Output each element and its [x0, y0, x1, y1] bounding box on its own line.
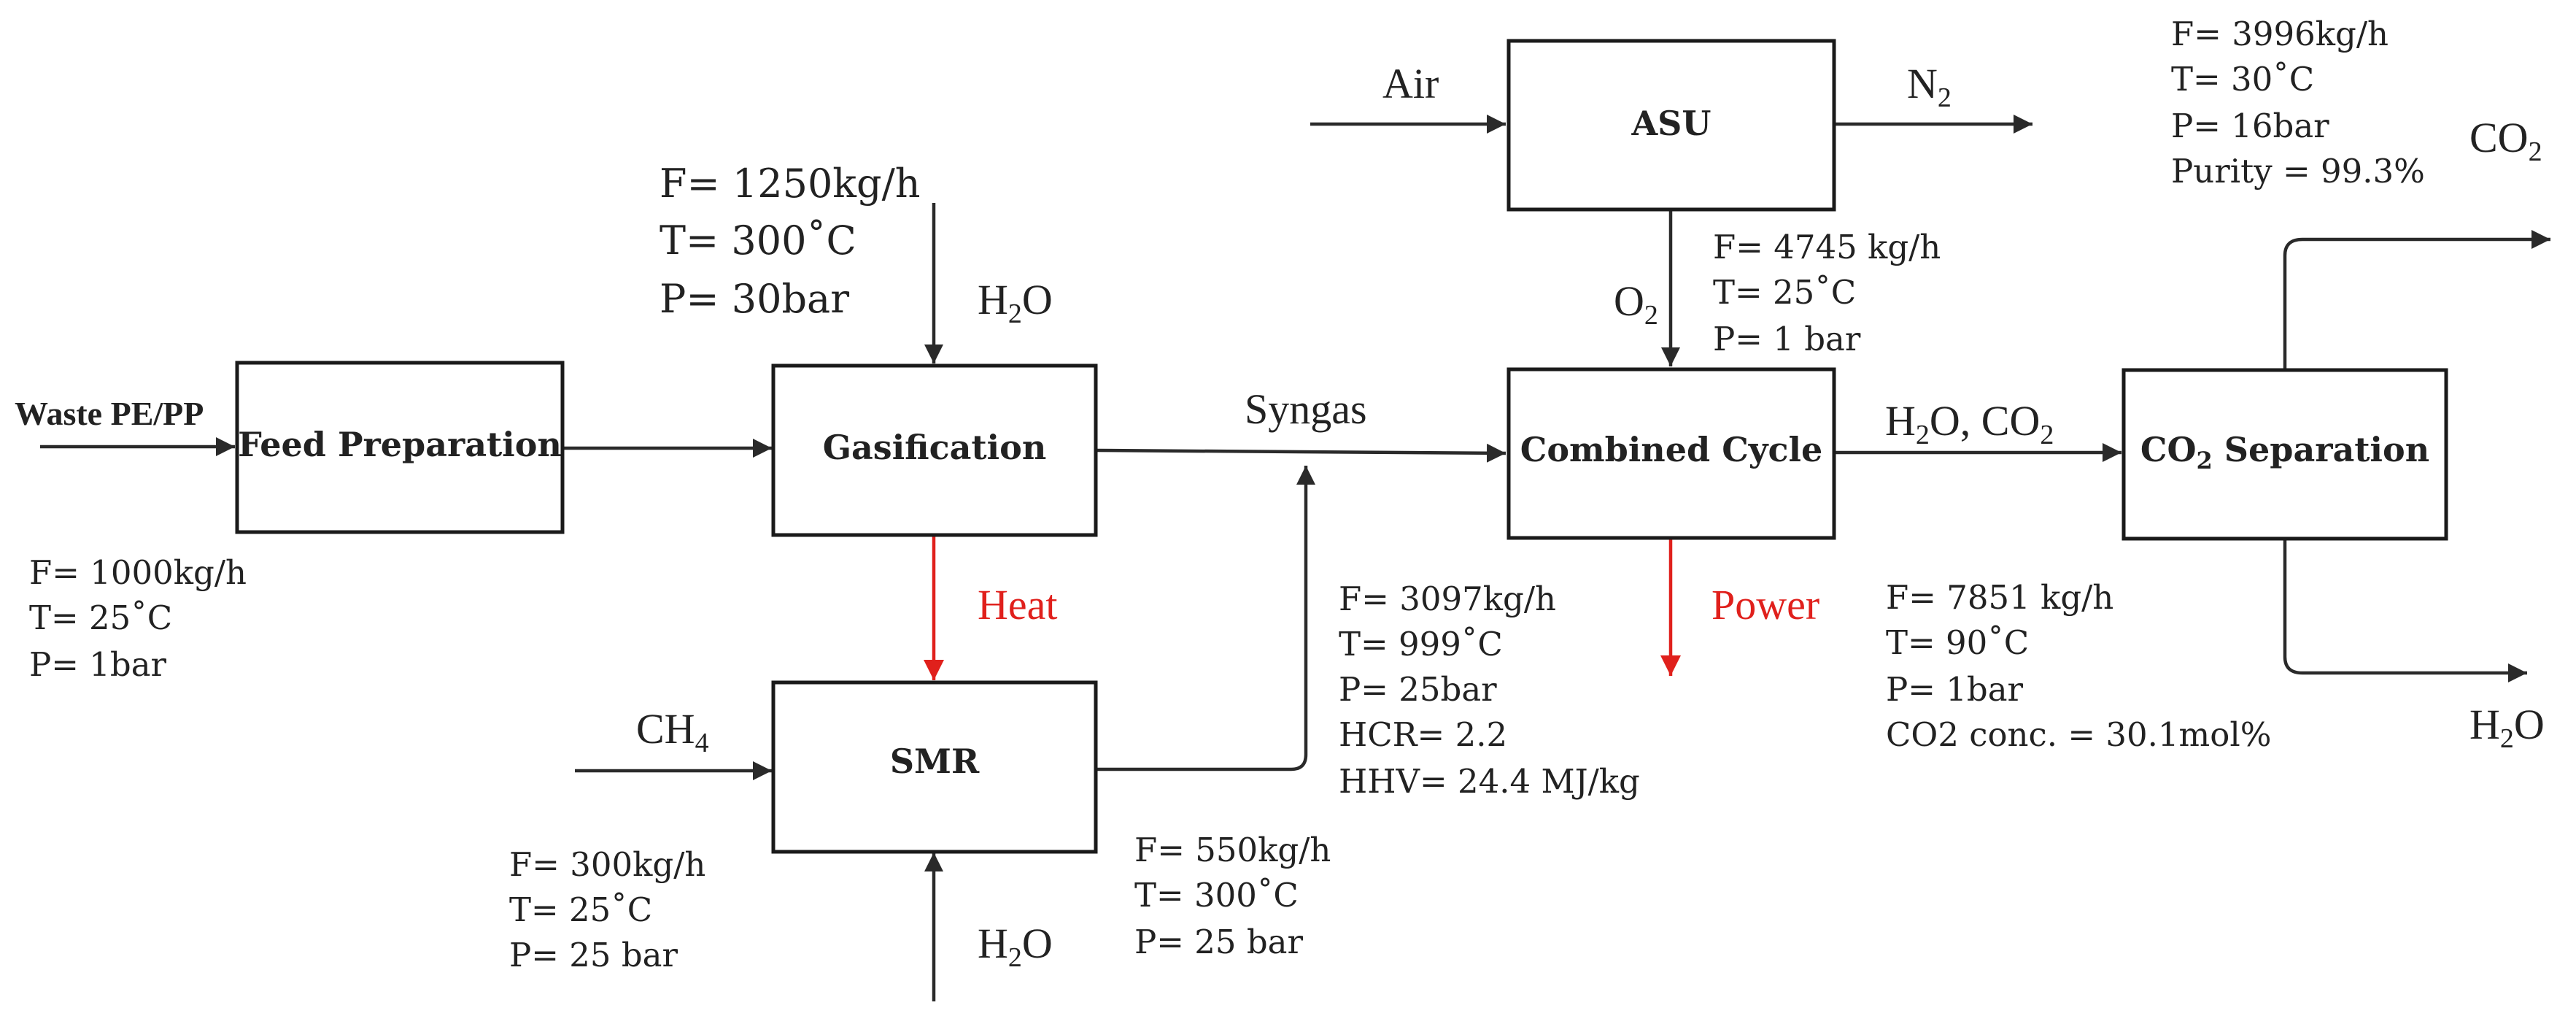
- ch4-conditions: F= 300kg/h T= 25˚C P= 25 bar: [509, 845, 705, 974]
- feed-preparation-label: Feed Preparation: [238, 425, 562, 464]
- co2-product-arrow: [2283, 230, 2550, 371]
- syngas-hhv: HHV= 24.4 MJ/kg: [1339, 762, 1640, 801]
- co2-product-label: CO2: [2469, 114, 2542, 167]
- h2o-product-label: H2O: [2469, 701, 2545, 754]
- ch4-pressure: P= 25 bar: [509, 936, 678, 974]
- steam-smr-conditions: F= 550kg/h T= 300˚C P= 25 bar: [1134, 831, 1331, 961]
- syngas-label: Syngas: [1245, 385, 1367, 433]
- syngas-pressure: P= 25bar: [1339, 670, 1497, 709]
- air-label: Air: [1382, 60, 1439, 107]
- syngas-arrow: [1095, 443, 1506, 463]
- water-product-arrow: [2283, 540, 2527, 682]
- co2-product-temperature: T= 30˚C: [2171, 60, 2314, 99]
- co2-separation-label: CO2 Separation: [2140, 430, 2429, 474]
- power-label: Power: [1711, 581, 1819, 628]
- co2-separation-unit: CO2 Separation: [2121, 368, 2448, 541]
- smr-product-to-syngas-arrow: [1096, 466, 1315, 771]
- co2-product-flow: F= 3996kg/h: [2171, 15, 2389, 53]
- steam-gasification-temperature: T= 300˚C: [660, 218, 856, 263]
- steam-gasification-pressure: P= 30bar: [660, 276, 849, 322]
- asu-unit: ASU: [1506, 39, 1836, 212]
- flue-gas-flow: F= 7851 kg/h: [1886, 578, 2113, 617]
- flue-gas-label: H2O, CO2: [1885, 397, 2054, 450]
- waste-temperature: T= 25˚C: [29, 599, 172, 637]
- steam-gasification-flow: F= 1250kg/h: [660, 161, 921, 207]
- asu-label: ASU: [1631, 104, 1711, 143]
- waste-feed-label: Waste PE/PP: [15, 395, 204, 432]
- waste-flow: F= 1000kg/h: [29, 553, 247, 592]
- h2o-gasification-label: H2O: [978, 276, 1053, 329]
- syngas-temperature: T= 999˚C: [1339, 625, 1503, 663]
- steam-gasification-conditions: F= 1250kg/h T= 300˚C P= 30bar: [660, 161, 921, 322]
- o2-label: O2: [1614, 277, 1658, 331]
- waste-conditions: F= 1000kg/h T= 25˚C P= 1bar: [29, 553, 247, 684]
- h2o-smr-label: H2O: [978, 920, 1053, 973]
- waste-pressure: P= 1bar: [29, 645, 167, 684]
- combined-cycle-label: Combined Cycle: [1520, 430, 1823, 469]
- heat-label: Heat: [978, 581, 1058, 628]
- gasification-label: Gasification: [823, 428, 1047, 467]
- ch4-temperature: T= 25˚C: [509, 890, 652, 929]
- syngas-conditions: F= 3097kg/h T= 999˚C P= 25bar HCR= 2.2 H…: [1339, 580, 1640, 801]
- steam-smr-pressure: P= 25 bar: [1134, 923, 1303, 961]
- o2-flow: F= 4745 kg/h: [1713, 228, 1941, 266]
- syngas-hcr: HCR= 2.2: [1339, 715, 1507, 754]
- o2-pressure: P= 1 bar: [1713, 320, 1861, 358]
- co2-product-purity: Purity = 99.3%: [2171, 152, 2425, 190]
- o2-conditions: F= 4745 kg/h T= 25˚C P= 1 bar: [1713, 228, 1941, 358]
- n2-label: N2: [1907, 60, 1952, 113]
- ch4-flow: F= 300kg/h: [509, 845, 705, 884]
- smr-label: SMR: [890, 742, 980, 781]
- gasification-unit: Gasification: [771, 363, 1098, 537]
- flue-gas-pressure: P= 1bar: [1886, 670, 2024, 709]
- flue-gas-temperature: T= 90˚C: [1886, 623, 2029, 662]
- flue-gas-conditions: F= 7851 kg/h T= 90˚C P= 1bar CO2 conc. =…: [1886, 578, 2271, 754]
- flue-gas-co2-concentration: CO2 conc. = 30.1mol%: [1886, 715, 2271, 754]
- syngas-flow: F= 3097kg/h: [1339, 580, 1556, 618]
- ch4-label: CH4: [636, 705, 709, 758]
- o2-temperature: T= 25˚C: [1713, 273, 1856, 312]
- steam-smr-flow: F= 550kg/h: [1134, 831, 1331, 869]
- steam-smr-temperature: T= 300˚C: [1134, 876, 1299, 915]
- co2-product-conditions: F= 3996kg/h T= 30˚C P= 16bar Purity = 99…: [2171, 15, 2425, 190]
- smr-unit: SMR: [771, 680, 1098, 854]
- co2-product-pressure: P= 16bar: [2171, 107, 2329, 145]
- combined-cycle-unit: Combined Cycle: [1506, 367, 1836, 540]
- feed-preparation-unit: Feed Preparation: [235, 361, 565, 534]
